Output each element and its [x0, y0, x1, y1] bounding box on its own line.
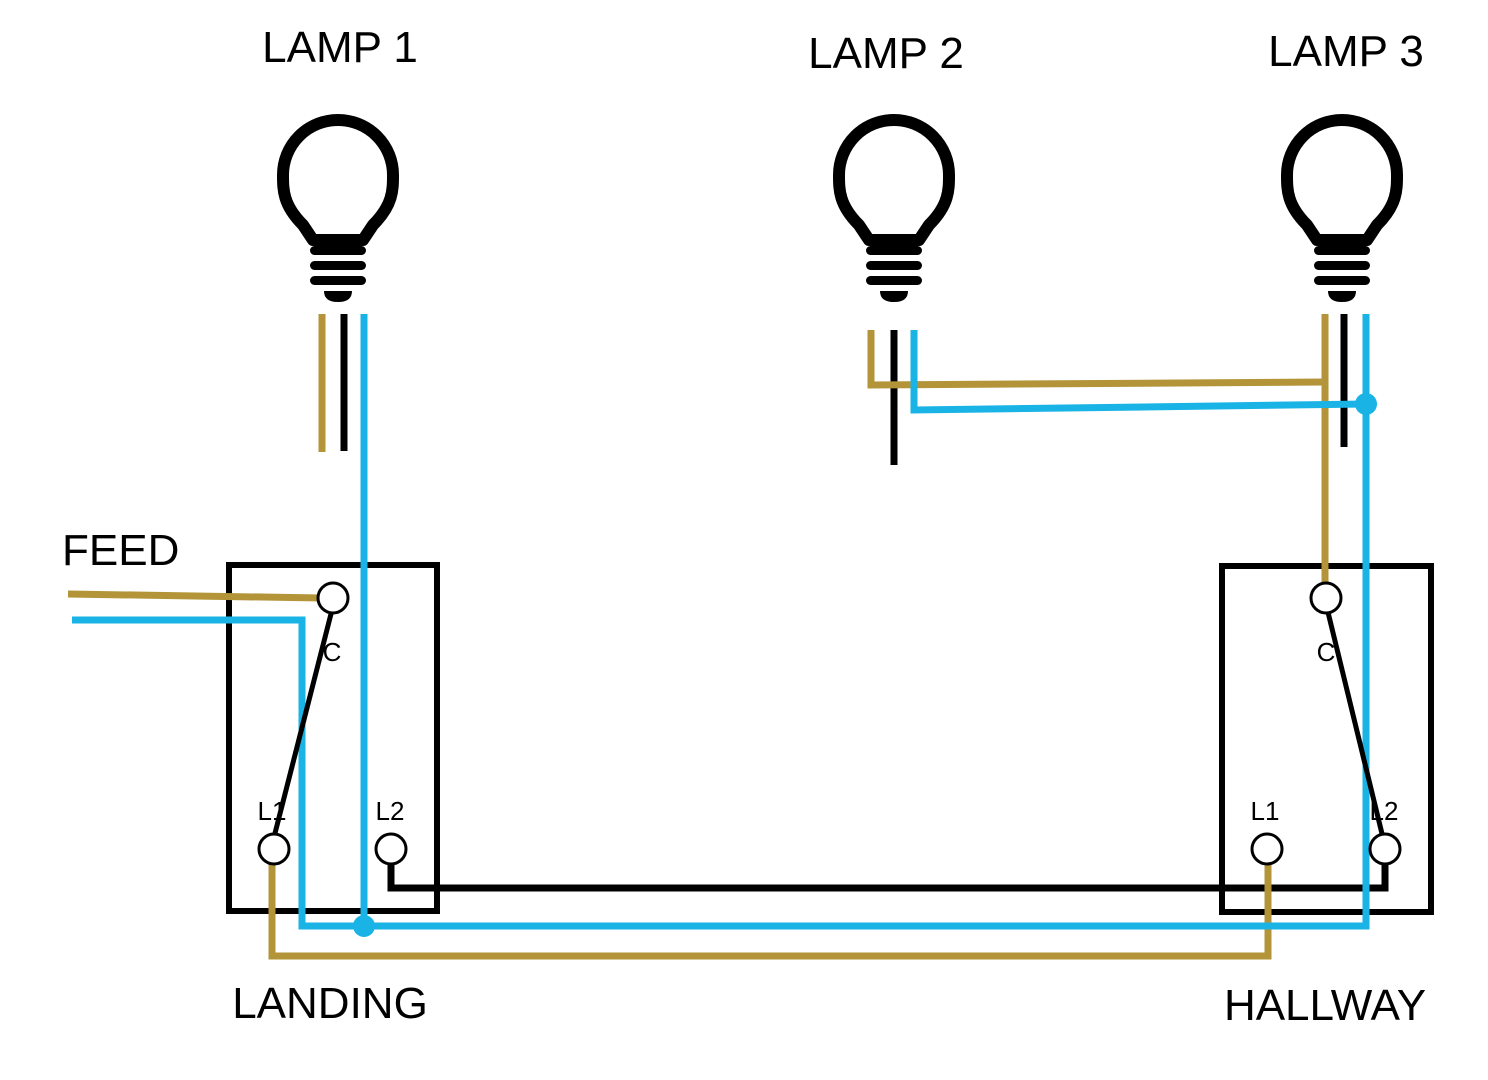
- feed-label: FEED: [62, 526, 179, 575]
- hallway-l1-terminal: [1250, 832, 1284, 866]
- hallway-common-terminal: [1309, 581, 1343, 615]
- feed-blue-return-wire: [72, 314, 1370, 930]
- landing-l2-label: L2: [376, 796, 405, 826]
- landing-common-terminal: [316, 581, 350, 615]
- lamp-2-brown-link: [867, 330, 1326, 389]
- hallway-common-label: C: [1317, 637, 1336, 667]
- blue-wires: [72, 314, 1370, 930]
- lamp-2-blue-link: [910, 330, 1367, 414]
- lamp-1-label: LAMP 1: [262, 23, 418, 72]
- landing-neutral-junction: [353, 915, 375, 937]
- strapper-wire: [387, 849, 1389, 892]
- lamp-3-bulb-icon: [1287, 120, 1397, 302]
- feed-brown-wire: [67, 590, 323, 602]
- hallway-l1-label: L1: [1251, 796, 1280, 826]
- hallway-switch-lever: [1323, 603, 1388, 847]
- lamp-1-bulb-icon: [283, 120, 393, 302]
- landing-l1-terminal: [257, 832, 291, 866]
- black-wires: [340, 314, 1389, 892]
- hallway-l2-terminal: [1368, 832, 1402, 866]
- landing-common-label: C: [323, 637, 342, 667]
- landing-switch-box: [226, 562, 440, 914]
- hallway-switch-box: [1219, 563, 1434, 915]
- lamp-3-label: LAMP 3: [1268, 27, 1424, 76]
- l1-link-wire: [268, 861, 1272, 960]
- lamp-2-bulb-icon: [839, 120, 949, 302]
- landing-switch-label: LANDING: [232, 979, 428, 1028]
- landing-l2-terminal: [374, 832, 408, 866]
- hallway-switch-label: HALLWAY: [1224, 981, 1426, 1030]
- landing-l1-label: L1: [258, 796, 287, 826]
- landing-switch-lever: [269, 609, 335, 846]
- lamp-3-neutral-junction: [1355, 393, 1377, 415]
- lamp-2-label: LAMP 2: [808, 29, 964, 78]
- hallway-l2-label: L2: [1370, 796, 1399, 826]
- brown-wires: [67, 314, 1329, 960]
